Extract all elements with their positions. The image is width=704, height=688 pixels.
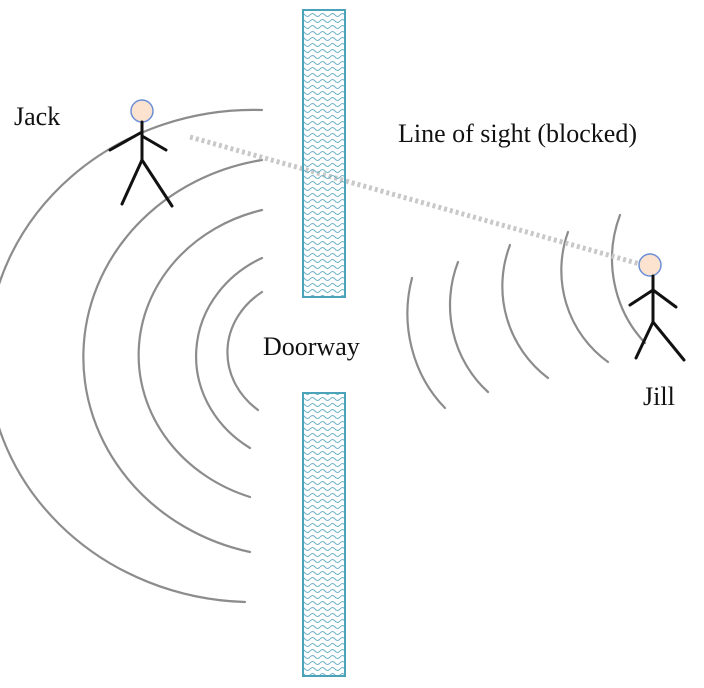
jack-head xyxy=(130,99,154,123)
doorway-label: Doorway xyxy=(263,332,360,361)
jill-leg-left xyxy=(634,320,655,360)
jack-label: Jack xyxy=(14,102,61,131)
diffracted-sound-waves xyxy=(406,213,647,410)
jill-head xyxy=(638,253,662,277)
sound-wave-arc xyxy=(195,256,264,450)
sound-wave-arc xyxy=(82,158,264,554)
jack-leg-right xyxy=(140,158,174,208)
jill-leg-right xyxy=(651,320,686,362)
upper-wall xyxy=(302,9,346,298)
lower-wall xyxy=(302,392,346,677)
jill-label: Jill xyxy=(643,382,675,411)
sound-wave-arc xyxy=(137,208,264,499)
sound-wave-arc xyxy=(448,260,490,394)
jack-leg-left xyxy=(120,158,144,206)
jack-arm-left xyxy=(108,130,144,152)
sound-wave-arc xyxy=(560,230,610,364)
jill-arm-right xyxy=(651,288,678,309)
sound-wave-arc xyxy=(406,276,447,410)
jack-figure xyxy=(108,99,174,208)
line-of-sight-label: Line of sight (blocked) xyxy=(398,119,637,148)
jack-arm-right xyxy=(140,134,168,152)
sound-wave-arc xyxy=(610,213,647,345)
sound-wave-arc xyxy=(226,290,264,412)
jill-figure xyxy=(628,253,686,362)
sound-wave-arc xyxy=(501,243,550,380)
jill-arm-left xyxy=(628,288,655,307)
line-of-sight xyxy=(189,134,641,267)
